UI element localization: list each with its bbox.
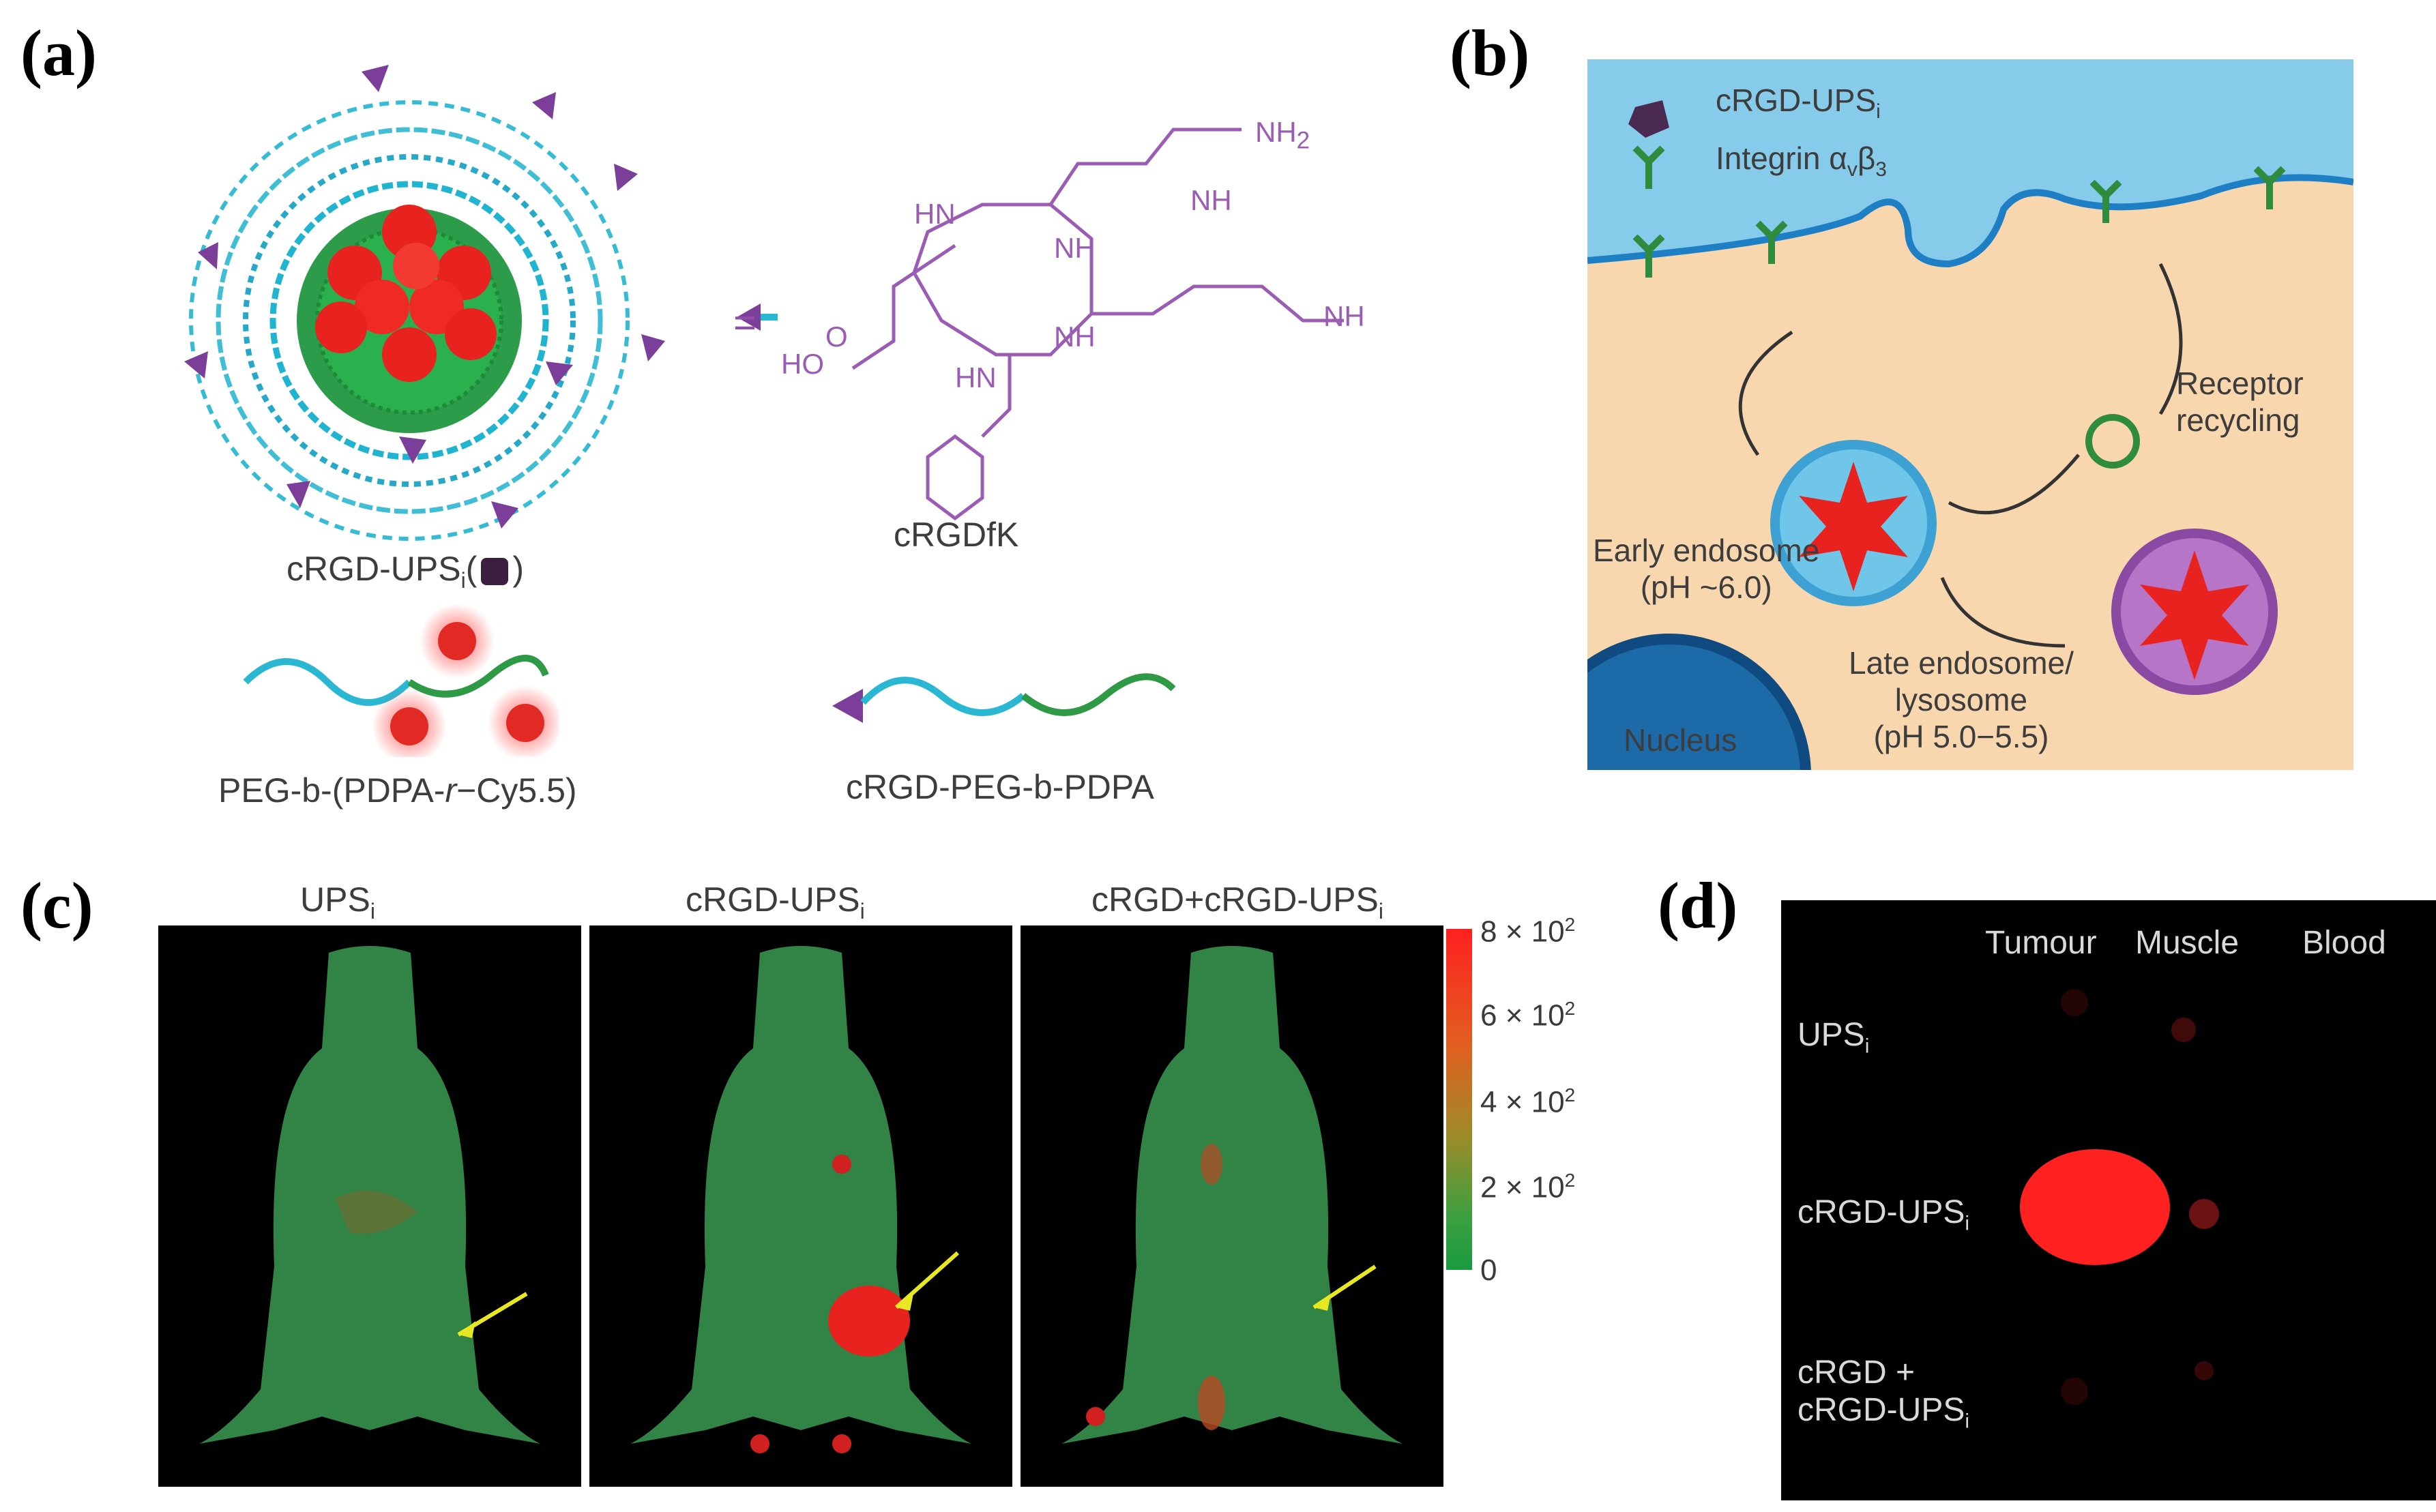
micelle-illustration: [184, 65, 665, 541]
ligand-icon: [737, 303, 778, 331]
mouse-image-2: [589, 925, 1012, 1487]
row-crgd-plus-crgd-ups: cRGD +cRGD-UPSi: [1797, 1354, 1970, 1433]
column-muscle: Muscle: [2135, 925, 2240, 961]
panel-a-figure: [184, 65, 1344, 541]
colorbar-tick-3: 4 × 102: [1480, 1084, 1576, 1119]
panel-b-figure: [1587, 59, 2353, 770]
colorbar: [1446, 929, 1472, 1270]
legend-integrin: Integrin αvβ3: [1716, 140, 1887, 181]
column-blood: Blood: [2302, 925, 2386, 961]
chem-label-ho: HO: [781, 348, 824, 380]
chem-label-nh: NH: [1190, 184, 1232, 216]
colorbar-tick-4: 2 × 102: [1480, 1170, 1576, 1204]
peptide-name: cRGDfK: [894, 516, 1019, 554]
micelle-legend-icon: [1628, 100, 1669, 138]
chem-label-nh-ring: NH: [1054, 232, 1096, 264]
panel-c-title-3: cRGD+cRGD-UPSi: [1091, 880, 1383, 923]
mouse-image-1: [158, 925, 581, 1487]
polymer1-caption: PEG-b-(PDPA-r−Cy5.5): [218, 771, 577, 810]
micelle-caption: cRGD-UPSi(): [287, 550, 524, 593]
panel-letter-a: (a): [20, 16, 97, 89]
late-endosome-label: Late endosome/lysosome(pH 5.0−5.5): [1849, 645, 2074, 754]
early-endosome-label: Early endosome(pH ~6.0): [1593, 533, 1820, 605]
chem-label-nh2: NH2: [1255, 116, 1310, 154]
legend-micelle: cRGD-UPSi: [1716, 83, 1881, 123]
chem-label-o: O: [825, 321, 848, 353]
column-tumour: Tumour: [1985, 925, 2097, 961]
crgdfk-structure: [851, 128, 1344, 521]
row-ups: UPSi: [1797, 1017, 1870, 1058]
panel-c-title-1: UPSi: [300, 880, 375, 923]
chem-label-n2: NH: [1054, 321, 1096, 353]
row-crgd-ups: cRGD-UPSi: [1797, 1194, 1970, 1235]
panel-letter-d: (d): [1658, 869, 1738, 942]
integrin-legend-icon: [1632, 145, 1665, 189]
chem-label-hn2: HN: [955, 361, 997, 394]
chem-label-n3: NH: [1323, 300, 1365, 332]
panel-letter-c: (c): [20, 869, 93, 942]
colorbar-tick-2: 6 × 102: [1480, 998, 1576, 1033]
mouse-image-3: [1021, 925, 1443, 1487]
polymer1-illustration: [243, 604, 559, 757]
tissue-image: [1781, 900, 2436, 1500]
equals-sign: =: [733, 301, 757, 345]
chem-label-hn1: HN: [914, 198, 956, 230]
colorbar-tick-1: 8 × 102: [1480, 914, 1576, 949]
panel-letter-b: (b): [1450, 16, 1530, 89]
colorbar-tick-5: 0: [1480, 1254, 1497, 1287]
panel-c-title-2: cRGD-UPSi: [686, 880, 865, 923]
nucleus-label: Nucleus: [1624, 722, 1737, 758]
polymer2-illustration: [832, 673, 1176, 723]
polymer2-caption: cRGD-PEG-b-PDPA: [846, 768, 1154, 806]
micelle-symbol-icon: [481, 557, 509, 585]
